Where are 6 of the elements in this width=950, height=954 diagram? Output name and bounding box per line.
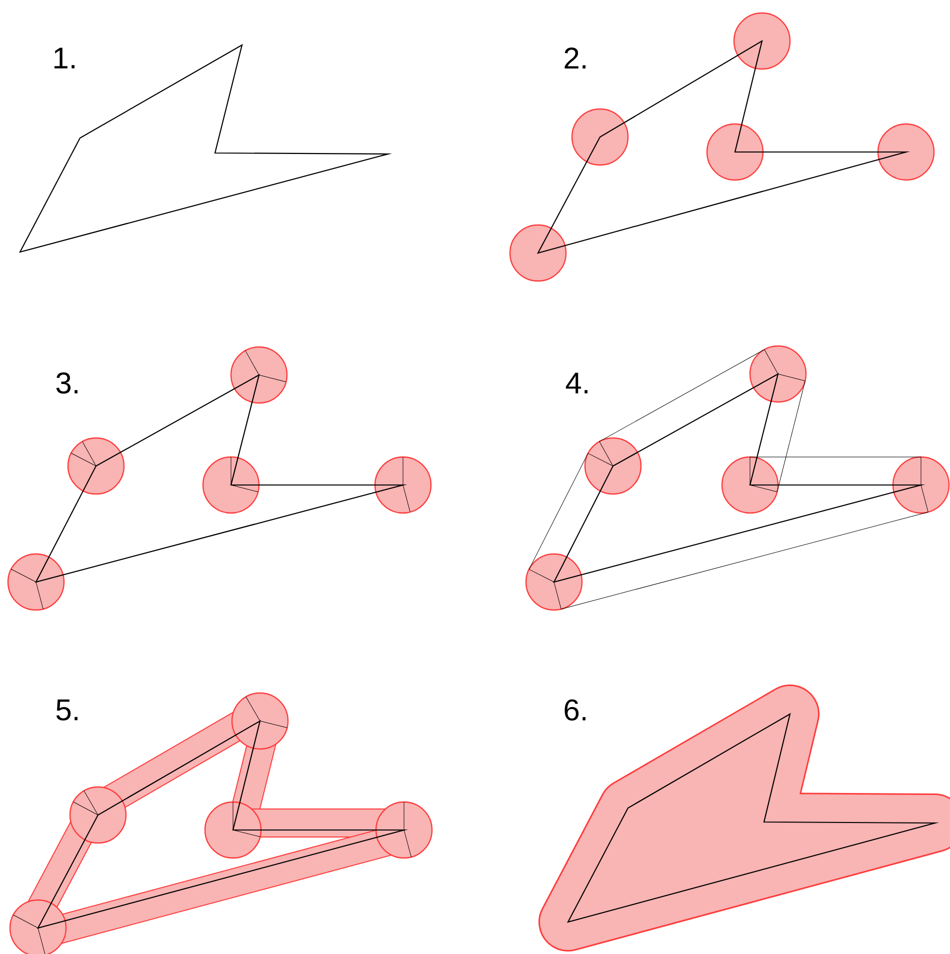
- panel-number: 4.: [566, 372, 588, 394]
- panel-number: 1.: [54, 48, 74, 68]
- panel-number: 2.: [564, 48, 586, 68]
- panel-number: 5.: [56, 700, 78, 720]
- panel-number: 3.: [56, 372, 78, 394]
- panel-number: 6.: [564, 699, 586, 721]
